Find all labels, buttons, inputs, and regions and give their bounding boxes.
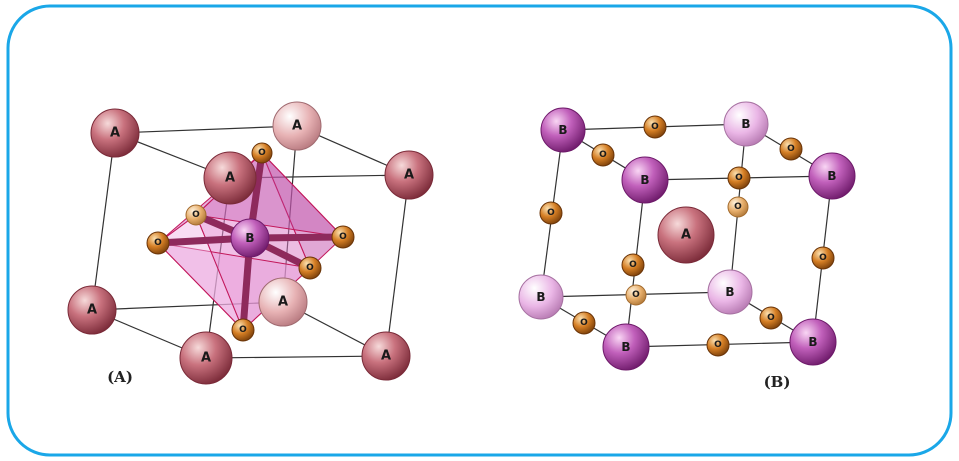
atom-a: A — [384, 150, 434, 200]
atom-o: O — [572, 311, 596, 335]
svg-text:O: O — [580, 318, 588, 328]
atom-o: O — [621, 253, 645, 277]
atom-o: O — [185, 204, 207, 226]
svg-text:O: O — [819, 253, 827, 263]
atom-o: O — [331, 225, 355, 249]
svg-text:B: B — [827, 169, 836, 183]
svg-text:A: A — [278, 295, 288, 310]
atom-a: A — [657, 206, 715, 264]
svg-text:O: O — [632, 290, 640, 300]
svg-text:B: B — [640, 173, 649, 187]
panel-b: O O B B O O O O — [518, 101, 856, 391]
atom-o: O — [759, 306, 783, 330]
atom-a: A — [272, 101, 322, 151]
svg-text:A: A — [381, 349, 391, 364]
atom-a: A — [258, 277, 308, 327]
panel-b-caption: (B) — [764, 373, 791, 391]
svg-text:A: A — [201, 351, 211, 366]
atom-o: O — [251, 142, 273, 164]
panel-a-caption: (A) — [107, 368, 133, 386]
svg-text:O: O — [787, 144, 795, 154]
atom-o: O — [811, 246, 835, 270]
atom-o: O — [625, 284, 647, 306]
atom-o: O — [298, 256, 322, 280]
atom-b: B — [808, 152, 856, 200]
atom-b: B — [789, 318, 837, 366]
atom-b: B — [707, 269, 753, 315]
atom-b: B — [621, 156, 669, 204]
atom-a: A — [203, 151, 257, 205]
svg-text:O: O — [599, 150, 607, 160]
atom-o: O — [643, 115, 667, 139]
atom-a: A — [179, 331, 233, 385]
atom-o: O — [727, 166, 751, 190]
svg-text:O: O — [767, 313, 775, 323]
atom-o: O — [591, 143, 615, 167]
atom-b: B — [230, 218, 270, 258]
svg-text:O: O — [651, 122, 659, 132]
svg-text:O: O — [306, 263, 314, 273]
atom-b: B — [723, 101, 769, 147]
atom-a: A — [90, 108, 140, 158]
panel-a: A A O A A O A B — [67, 101, 434, 386]
svg-text:A: A — [87, 303, 97, 318]
atom-b: B — [540, 107, 586, 153]
svg-text:B: B — [245, 231, 254, 245]
svg-text:O: O — [339, 232, 347, 242]
svg-text:B: B — [621, 340, 630, 354]
atom-a: A — [67, 285, 117, 335]
svg-text:A: A — [110, 126, 120, 141]
svg-text:O: O — [735, 173, 743, 183]
atom-b: B — [518, 274, 564, 320]
svg-text:O: O — [734, 202, 742, 212]
svg-text:B: B — [741, 117, 750, 131]
svg-text:B: B — [808, 335, 817, 349]
atom-a: A — [361, 331, 411, 381]
svg-text:B: B — [558, 123, 567, 137]
svg-text:A: A — [404, 168, 414, 183]
svg-text:A: A — [225, 171, 235, 186]
svg-text:O: O — [239, 325, 247, 335]
svg-text:O: O — [629, 260, 637, 270]
svg-text:O: O — [714, 340, 722, 350]
atom-o: O — [706, 333, 730, 357]
svg-text:B: B — [725, 285, 734, 299]
atom-o: O — [727, 196, 749, 218]
svg-text:O: O — [547, 208, 555, 218]
svg-text:A: A — [292, 119, 302, 134]
atom-b: B — [602, 323, 650, 371]
figure-border — [6, 4, 953, 457]
atom-o: O — [231, 318, 255, 342]
svg-text:O: O — [258, 148, 266, 158]
atom-o: O — [146, 231, 170, 255]
atom-o: O — [779, 137, 803, 161]
svg-text:O: O — [192, 210, 200, 220]
svg-text:B: B — [536, 290, 545, 304]
svg-text:O: O — [154, 238, 162, 248]
atom-o: O — [539, 201, 563, 225]
svg-text:A: A — [681, 228, 691, 243]
